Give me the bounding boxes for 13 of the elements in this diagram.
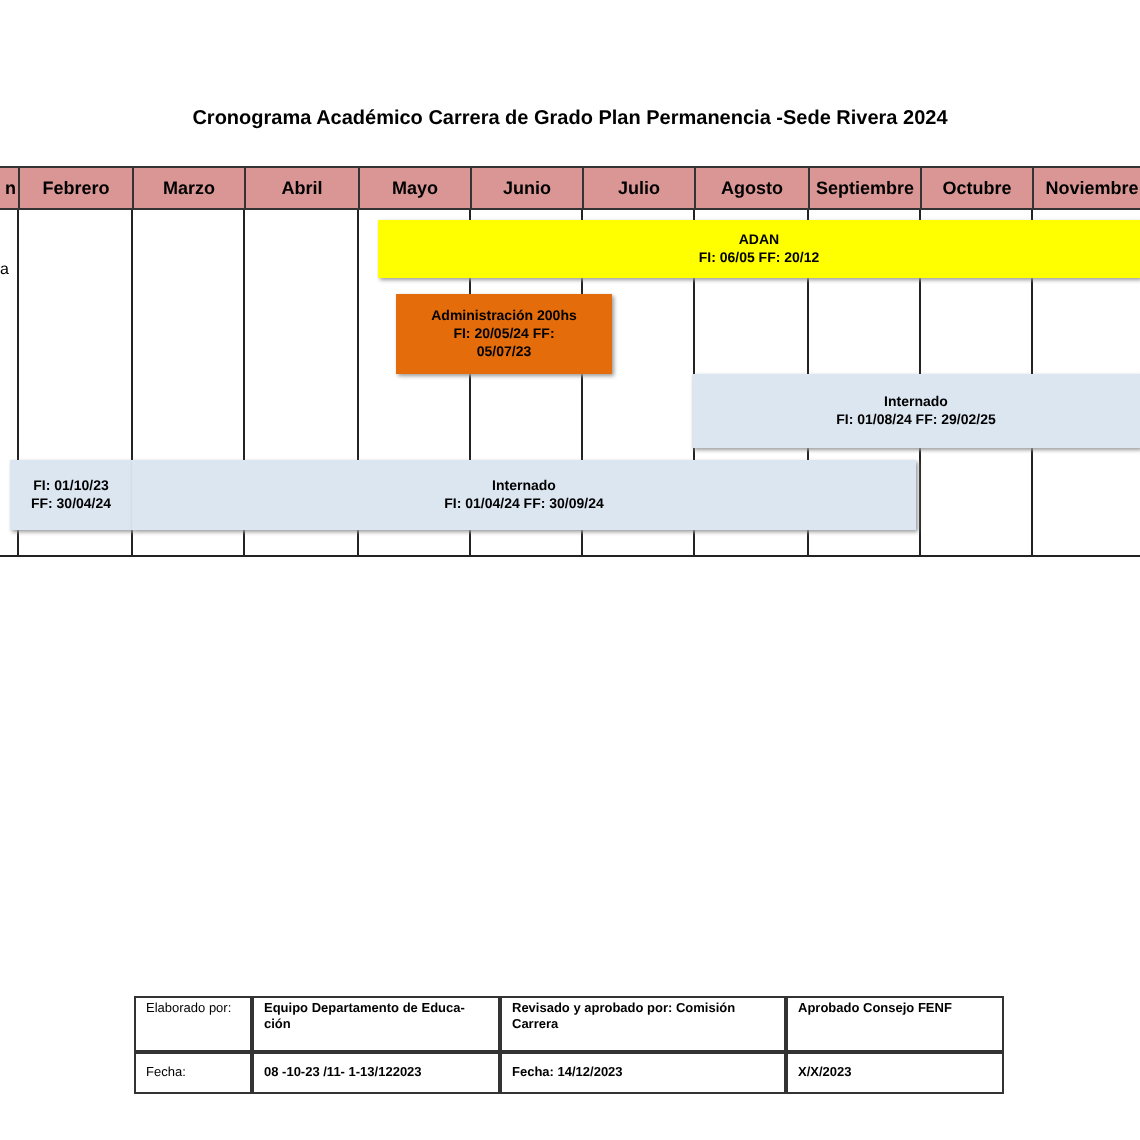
month-header: Febrero [18,166,134,210]
month-header: Mayo [358,166,472,210]
month-header: n [0,166,20,210]
month-header: Julio [582,166,696,210]
month-header: Junio [470,166,584,210]
month-header: Octubre [920,166,1034,210]
month-header: Abril [244,166,360,210]
row-label: a [0,260,11,280]
month-header: Agosto [694,166,810,210]
month-header: Marzo [132,166,246,210]
month-header: Septiembre [808,166,922,210]
month-header: Noviembre [1032,166,1140,210]
chart-title: Cronograma Académico Carrera de Grado Plan Permanencia -Sede Rivera 2024 [190,108,950,130]
